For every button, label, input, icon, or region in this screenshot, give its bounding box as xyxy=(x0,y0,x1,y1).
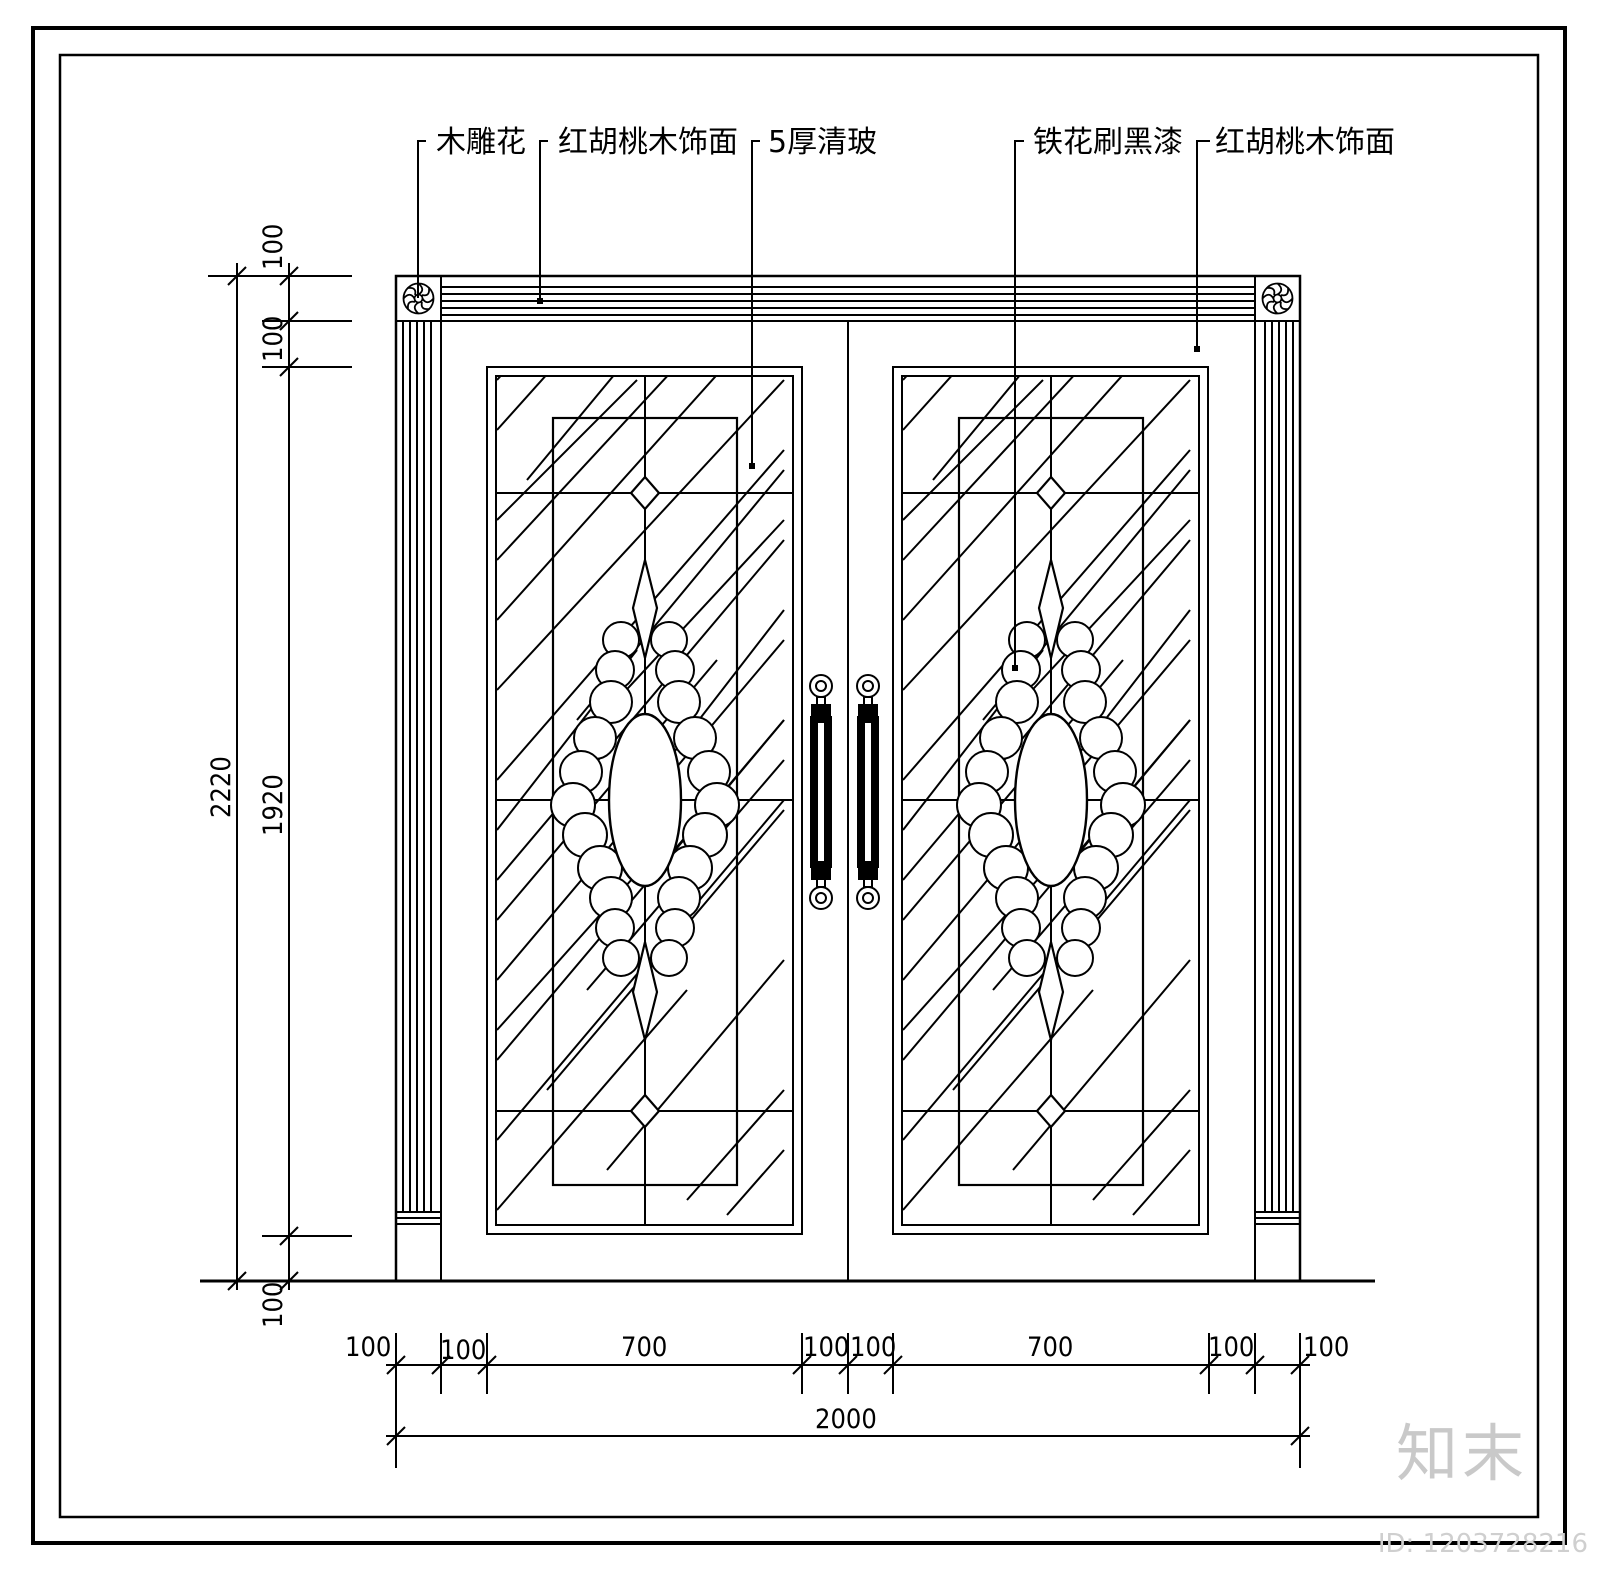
label-walnut-veneer-right: 红胡桃木饰面 xyxy=(1215,125,1395,160)
right-door-leaf xyxy=(892,366,1209,1235)
leaf-panel-outline xyxy=(486,366,803,1235)
iron-scroll-circle xyxy=(602,939,640,977)
dim-stile-left: 100 xyxy=(440,1335,486,1366)
right-door-handle[interactable] xyxy=(856,674,880,910)
iron-spear-top xyxy=(631,559,659,659)
label-clear-glass: 5厚清玻 xyxy=(768,125,877,160)
iron-center-oval xyxy=(607,712,683,888)
iron-diamond xyxy=(1035,1093,1067,1129)
leaf-panel-outline xyxy=(892,366,1209,1235)
iron-scroll-circle xyxy=(1056,939,1094,977)
dim-frame-right: 100 xyxy=(1303,1332,1349,1363)
iron-scroll-circle xyxy=(1008,939,1046,977)
label-black-iron-work: 铁花刷黑漆 xyxy=(1033,125,1183,160)
iron-diamond xyxy=(1035,475,1067,511)
dim-stile-center-left: 100 xyxy=(803,1332,849,1363)
dim-upper-rail: 100 xyxy=(258,316,289,362)
dim-overall-height: 2220 xyxy=(206,756,237,818)
dim-frame-left: 100 xyxy=(345,1332,391,1363)
dim-door-height: 1920 xyxy=(258,774,289,836)
dim-glass-left: 700 xyxy=(621,1332,667,1363)
right-carving-block xyxy=(1254,275,1301,322)
watermark-brand: 知末 xyxy=(1395,1417,1528,1490)
iron-center-oval xyxy=(1013,712,1089,888)
watermark-id: ID: 1203728216 xyxy=(1377,1529,1588,1559)
left-door-handle[interactable] xyxy=(809,674,833,910)
dim-bottom-rail: 100 xyxy=(258,1282,289,1328)
iron-spear-bottom xyxy=(631,941,659,1041)
bottom-dimension-ticks xyxy=(386,1333,1310,1468)
label-walnut-veneer-top: 红胡桃木饰面 xyxy=(558,125,738,160)
iron-diamond xyxy=(629,1093,661,1129)
door-frame xyxy=(394,274,1302,1283)
dim-overall-width: 2000 xyxy=(815,1404,877,1435)
outer-sheet-border xyxy=(31,26,1567,1545)
dim-top-frame: 100 xyxy=(258,224,289,270)
iron-spear-bottom xyxy=(1037,941,1065,1041)
iron-diamond xyxy=(629,475,661,511)
rosette-icon xyxy=(1261,282,1294,315)
dim-stile-center-right: 100 xyxy=(850,1332,896,1363)
leader-dots xyxy=(537,298,1200,671)
left-door-leaf xyxy=(486,366,803,1235)
left-dimension-lines xyxy=(208,263,352,1291)
iron-scroll-circle xyxy=(650,939,688,977)
label-wood-carving: 木雕花 xyxy=(436,125,526,160)
dim-stile-right: 100 xyxy=(1208,1332,1254,1363)
inner-sheet-border xyxy=(58,53,1540,1519)
dim-glass-right: 700 xyxy=(1027,1332,1073,1363)
iron-spear-top xyxy=(1037,559,1065,659)
leader-lines xyxy=(417,140,1210,668)
